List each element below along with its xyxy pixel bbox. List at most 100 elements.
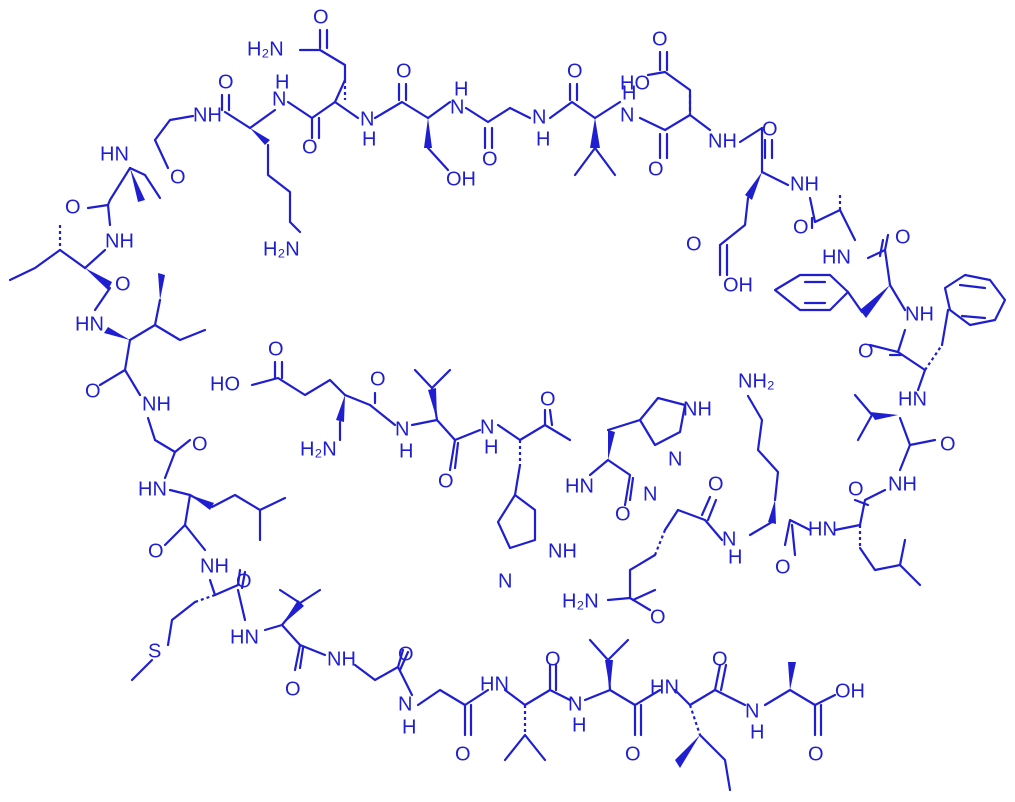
his-residue-2: O NH N (588, 396, 712, 525)
val-bottom-1-carbonyl-o: O (285, 678, 301, 700)
asn-side-o: O (313, 6, 329, 28)
ile-residue-1: O HN (8, 225, 131, 335)
lys-right-residue: NH₂ O N H (722, 370, 812, 578)
gly-bottom-2-carbonyl-o: O (455, 743, 471, 765)
ile-residue-2: O NH (85, 273, 207, 415)
gly-bottom-2-h: H (402, 716, 416, 738)
his1-ring-n: N (498, 570, 512, 592)
lys-wedge (250, 128, 270, 145)
ala-left-hn: HN (100, 143, 129, 165)
ala-bottom-h: H (750, 721, 764, 743)
leu-left-carbonyl-o: O (148, 540, 164, 562)
gly-bottom-residues: O N H O HN (353, 643, 509, 765)
val-right-wedge (870, 412, 898, 420)
glu-mid-side-o: O (268, 338, 284, 360)
val-top-residue: N H O H N (508, 60, 636, 177)
val-mid-carbonyl-o: O (438, 470, 454, 492)
val-bottom-1-residue: O NH (263, 588, 356, 700)
ala-left-o: O (170, 166, 186, 188)
glu-top-side-oh: OH (723, 274, 753, 296)
asn-side-h2n: H₂N (247, 38, 284, 60)
gly-bottom-1-nh: NH (327, 648, 356, 670)
val-bottom-3-carbonyl-o: O (625, 743, 641, 765)
val-bottom-3-n: N (568, 693, 582, 715)
val-top-wedge (590, 118, 600, 148)
ile2-carbonyl-o: O (85, 380, 101, 402)
his1-ring-nh: NH (548, 540, 577, 562)
val-top-carbonyl-o: O (567, 60, 583, 82)
leu-right-carbonyl-o: O (848, 478, 864, 500)
lys-right-hn: HN (808, 518, 837, 540)
ala-top-residue: O HN (793, 195, 857, 268)
his2-ring-nh: NH (683, 398, 712, 420)
glu-top-side-o: O (686, 233, 702, 255)
phe-residue-1: O NH (773, 226, 934, 325)
ile-bottom-carbonyl-o: O (712, 648, 728, 670)
ile-bottom-wedge (675, 735, 700, 768)
leu-right-residue: O HN (808, 478, 922, 587)
val-bottom-2-residue: O N H (503, 648, 586, 762)
gly-nh-label: NH (193, 104, 222, 126)
phe1-ring (773, 273, 850, 312)
his2-carbonyl-o: O (615, 503, 631, 525)
gly-left-carbonyl-o: O (192, 433, 208, 455)
val-top-h: H (536, 128, 550, 150)
gln-carbonyl-o: O (708, 473, 724, 495)
gln-side-o: O (650, 606, 666, 628)
ala-left-wedge (130, 168, 145, 202)
lys-top-carbonyl-o: O (218, 71, 234, 93)
phe1-carbonyl-o: O (895, 226, 911, 248)
ser-nh-h: H (362, 128, 376, 150)
ser-residue: O OH H N O (373, 60, 512, 190)
gly-left-nh: NH (142, 393, 171, 415)
ser-nh-n: N (360, 108, 374, 130)
val-bottom-2-hn: HN (480, 673, 509, 695)
ile1-nh: NH (105, 230, 134, 252)
leu-right-nh: NH (888, 473, 917, 495)
val-mid-nh-h: H (399, 440, 413, 462)
val-bottom-2-carbonyl-o: O (545, 648, 561, 670)
ala-left-carbonyl-o: O (65, 196, 81, 218)
ala-bottom-carbonyl-o: O (808, 743, 824, 765)
phe2-nh: NH (905, 303, 934, 325)
lys-top-residue: O NH H N H₂N (193, 71, 302, 260)
met-residue: S O HN (130, 568, 259, 682)
gly-bottom-2-n: N (398, 693, 412, 715)
gly-left-residue: O HN (138, 416, 208, 500)
gly-top-h: H (454, 78, 468, 100)
asn-backbone: O N H (286, 78, 376, 158)
asn-carboxamide-group: O H₂N (247, 6, 347, 82)
phe1-wedge (860, 285, 890, 318)
lys-right-carbonyl-o: O (775, 556, 791, 578)
asn-n-label: N (272, 88, 286, 110)
ala-bottom-residue: OH O (763, 662, 865, 765)
his1-carbonyl-o: O (540, 388, 556, 410)
his2-nh: N (643, 483, 657, 505)
his2-nh-label: HN (565, 475, 594, 497)
asp-nh-h: H (622, 82, 636, 104)
his-residue-1: O N NH HN (496, 388, 594, 592)
gly-top-n: N (450, 96, 464, 118)
his2-ring-n: N (668, 448, 682, 470)
glu-mid-residue: O HO H₂N O N H (210, 338, 413, 462)
val-right-hn: HN (898, 388, 927, 410)
gln-nh-h: H (728, 546, 742, 568)
ile2-methyl-wedge (158, 273, 165, 300)
glu-top-nh: NH (708, 130, 737, 152)
leu-left-hn: HN (138, 478, 167, 500)
ile2-hn: HN (75, 313, 104, 335)
asp-nh-n: N (620, 104, 634, 126)
glu-mid-side-ho: HO (210, 373, 240, 395)
ile2-wedge (104, 327, 130, 340)
asp-residue: O HO O NH (620, 28, 737, 180)
phe2-carbonyl-o: O (858, 340, 874, 362)
phe2-ring (943, 273, 1007, 327)
his1-imidazole-ring (496, 493, 537, 550)
lys-right-wedge (768, 500, 776, 524)
ala-top-carbonyl-o: O (793, 216, 809, 238)
ala-top-nh: NH (790, 173, 819, 195)
val-right-carbonyl-o: O (940, 433, 956, 455)
ser-oh: OH (446, 168, 476, 190)
val-mid-residue: O N H (410, 368, 498, 492)
